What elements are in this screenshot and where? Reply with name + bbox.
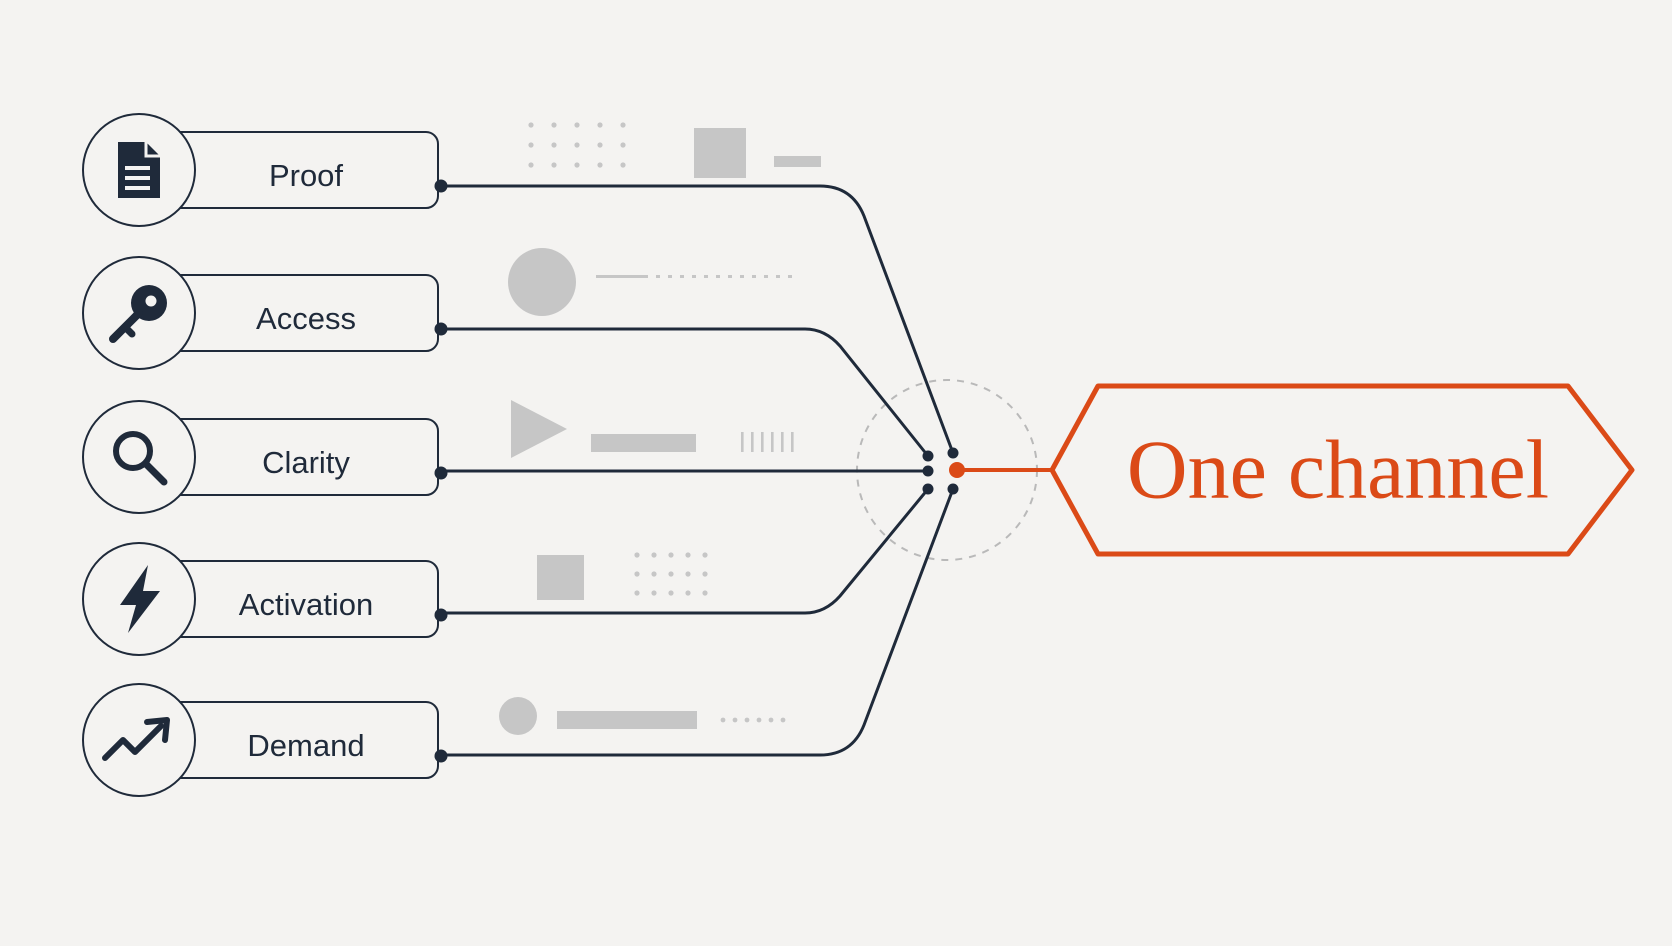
input-node-proof: Proof bbox=[82, 113, 448, 227]
input-label: Proof bbox=[269, 158, 343, 193]
input-node-clarity: Clarity bbox=[82, 400, 448, 514]
connector-demand bbox=[439, 487, 955, 757]
decor-dot-grid-2 bbox=[634, 552, 708, 596]
decor-square-1 bbox=[694, 128, 746, 178]
target-label: One channel bbox=[1127, 424, 1549, 517]
decor-ticks bbox=[741, 432, 794, 452]
output-port bbox=[434, 466, 448, 480]
icon-circle bbox=[82, 400, 196, 514]
decor-bar-2 bbox=[591, 434, 696, 452]
output-port bbox=[434, 179, 448, 193]
decor-dot-grid-1 bbox=[528, 122, 626, 168]
decor-play-triangle bbox=[511, 400, 567, 458]
decor-bar-3 bbox=[557, 711, 697, 729]
icon-circle bbox=[82, 683, 196, 797]
input-node-access: Access bbox=[82, 256, 448, 370]
output-port bbox=[434, 322, 448, 336]
junction-dot bbox=[947, 447, 959, 459]
junction-dot bbox=[922, 450, 934, 462]
output-port bbox=[434, 608, 448, 622]
decor-line-1 bbox=[596, 275, 648, 278]
decor-square-2 bbox=[537, 555, 584, 600]
junction-dot bbox=[922, 483, 934, 495]
decor-bar-1 bbox=[774, 156, 821, 167]
decor-circle-1 bbox=[508, 248, 576, 316]
magnifier-icon bbox=[113, 431, 168, 486]
target-hexagon bbox=[1049, 383, 1635, 557]
output-dot bbox=[949, 462, 965, 478]
input-label: Clarity bbox=[262, 445, 350, 480]
lightning-bolt-icon bbox=[120, 565, 160, 633]
trending-up-icon bbox=[102, 717, 170, 761]
junction-dot bbox=[947, 483, 959, 495]
input-node-demand: Demand bbox=[82, 683, 448, 797]
connector-access bbox=[439, 327, 930, 458]
key-icon bbox=[109, 285, 167, 343]
input-label: Demand bbox=[247, 728, 364, 763]
document-icon bbox=[118, 142, 160, 198]
input-node-activation: Activation bbox=[82, 542, 448, 656]
connector-proof bbox=[439, 184, 955, 455]
output-port bbox=[434, 749, 448, 763]
decor-circle-2 bbox=[499, 697, 537, 735]
decor-dots-row bbox=[720, 717, 786, 723]
junction-dot bbox=[922, 465, 934, 477]
connector-activation bbox=[439, 487, 930, 615]
input-label: Access bbox=[256, 301, 356, 336]
decorative-placeholders bbox=[499, 122, 821, 735]
input-label: Activation bbox=[239, 587, 373, 622]
